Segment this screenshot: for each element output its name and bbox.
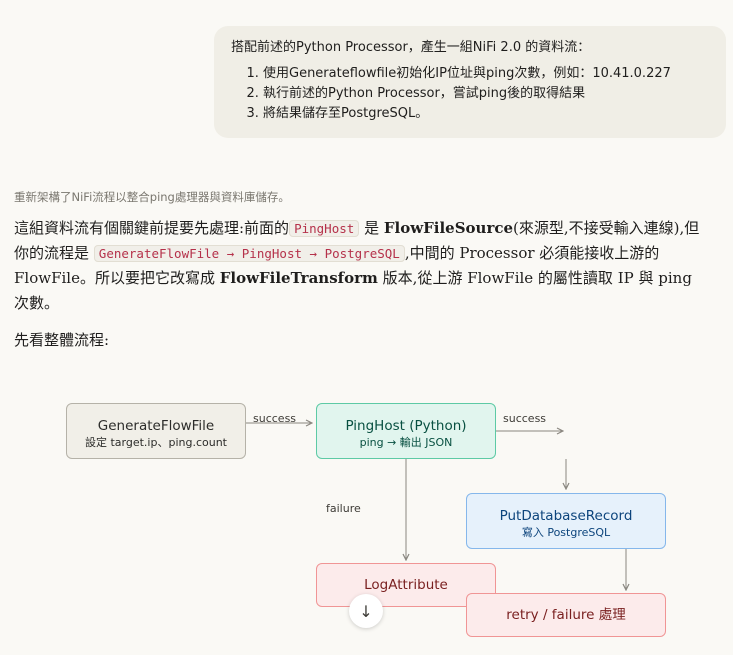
list-item: 將結果儲存至PostgreSQL。 xyxy=(263,104,710,124)
inline-code: GenerateFlowFile → PingHost → PostgreSQL xyxy=(93,245,405,262)
arrow-down-icon: ↓ xyxy=(359,601,373,621)
node-subtitle: ping → 輸出 JSON xyxy=(359,436,453,449)
node-subtitle: 設定 target.ip、ping.count xyxy=(84,436,227,449)
edge-label-success: success xyxy=(503,412,547,425)
bold-text: FlowFileSource xyxy=(383,219,514,237)
node-title: PutDatabaseRecord xyxy=(499,508,633,524)
node-title: retry / failure 處理 xyxy=(506,607,626,623)
node-retry-failure: retry / failure 處理 xyxy=(466,593,666,637)
edge-label-failure: failure xyxy=(326,502,361,515)
user-message-intro: 搭配前述的Python Processor，產生一組NiFi 2.0 的資料流： xyxy=(231,40,591,55)
diagram-connectors xyxy=(246,380,733,655)
node-title: PingHost (Python) xyxy=(345,418,467,434)
response-paragraph: 先看整體流程: xyxy=(14,331,110,349)
scroll-to-bottom-button[interactable]: ↓ xyxy=(349,594,383,628)
text: 版本,從上游 FlowFile 的屬性讀取 IP 與 ping 次數。 xyxy=(14,269,692,312)
node-title: LogAttribute xyxy=(364,577,448,593)
flow-diagram: success success failure GenerateFlowFile… xyxy=(0,380,733,655)
bold-text: FlowFileTransform xyxy=(219,269,378,287)
edge-label-success: success xyxy=(253,412,297,425)
inline-code: PingHost xyxy=(289,220,360,237)
user-message-list: 使用Generateflowfile初始化IP位址與ping次數，例如：10.4… xyxy=(231,64,710,124)
node-subtitle: 寫入 PostgreSQL xyxy=(521,526,611,539)
text: 這組資料流有個關鍵前提要先處理:前面的 xyxy=(14,219,290,237)
text: ,中間的 Processor 必須能接收上游的 FlowFile。所以要把它改寫… xyxy=(14,244,660,287)
list-item: 執行前述的Python Processor，嘗試ping後的取得結果 xyxy=(263,84,710,104)
user-message-bubble: 搭配前述的Python Processor，產生一組NiFi 2.0 的資料流：… xyxy=(214,26,726,138)
text: (來源型,不接受輸入連線),但你的流程是 xyxy=(14,219,700,262)
node-put-database-record: PutDatabaseRecord 寫入 PostgreSQL xyxy=(466,493,666,549)
text: 是 xyxy=(364,219,380,237)
node-title: GenerateFlowFile xyxy=(97,418,215,434)
node-generate-flowfile: GenerateFlowFile 設定 target.ip、ping.count xyxy=(66,403,246,459)
node-pinghost: PingHost (Python) ping → 輸出 JSON xyxy=(316,403,496,459)
thinking-summary[interactable]: 重新架構了NiFi流程以整合ping處理器與資料庫儲存。 xyxy=(14,190,290,204)
list-item: 使用Generateflowfile初始化IP位址與ping次數，例如：10.4… xyxy=(263,64,710,84)
